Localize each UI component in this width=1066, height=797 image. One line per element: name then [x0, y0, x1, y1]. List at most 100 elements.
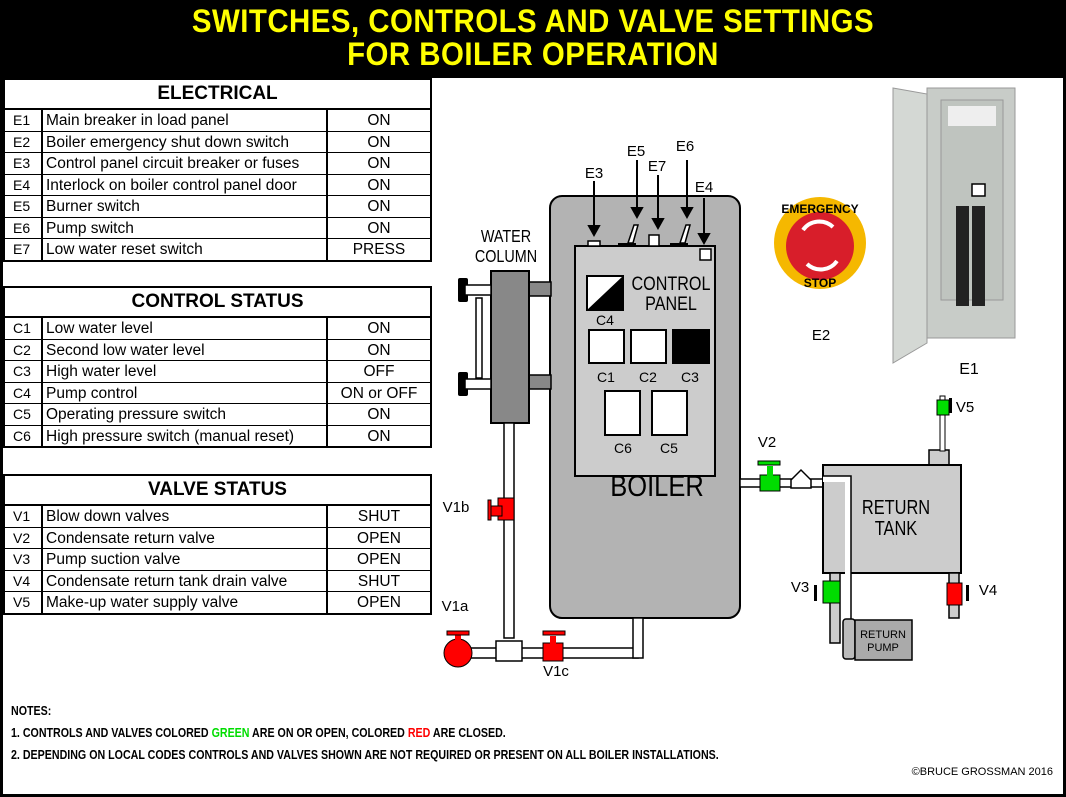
row-code: E3	[5, 153, 43, 174]
label-e1: E1	[959, 361, 979, 378]
row-value: OFF	[363, 363, 395, 380]
label-e5: E5	[627, 143, 645, 160]
e7-reset-button	[648, 234, 660, 247]
estop-label-top: EMERGENCY	[781, 202, 858, 216]
return-tank-label-1: RETURN	[862, 495, 930, 518]
notes: NOTES: 1. CONTROLS AND VALVES COLORED GR…	[11, 700, 719, 766]
row-code: E5	[5, 196, 43, 217]
c2-second-low-water-indicator	[630, 329, 667, 364]
callout-arrows	[587, 160, 711, 246]
row-value: ON	[367, 198, 391, 215]
label-v2: V2	[758, 434, 776, 451]
row-description: Pump suction valve	[43, 549, 328, 570]
valve-v5-open	[936, 398, 952, 416]
row-value: OPEN	[357, 529, 401, 547]
row-code: V5	[5, 592, 43, 613]
row-description: Condensate return valve	[43, 527, 328, 548]
valve-v1b-closed	[487, 497, 515, 521]
row-description: Make-up water supply valve	[43, 592, 328, 613]
row-description: Low water reset switch	[43, 239, 328, 260]
row-code: C5	[5, 404, 43, 425]
row-description: Operating pressure switch	[43, 404, 328, 425]
c5-operating-pressure-switch	[651, 390, 688, 436]
label-c1: C1	[597, 369, 615, 385]
row-description: Condensate return tank drain valve	[43, 570, 328, 591]
row-description: Blow down valves	[43, 506, 328, 527]
emergency-stop-icon: EMERGENCY STOP	[774, 197, 866, 290]
row-description: Boiler emergency shut down switch	[43, 131, 328, 152]
row-value: SHUT	[357, 572, 401, 590]
row-description: High pressure switch (manual reset)	[43, 425, 328, 446]
label-e6: E6	[676, 138, 694, 155]
control-panel-label-2: PANEL	[645, 293, 697, 315]
water-column-label-2: COLUMN	[475, 247, 537, 267]
load-panel-icon	[892, 87, 1016, 364]
title-line-1: SWITCHES, CONTROLS AND VALVE SETTINGS	[191, 3, 875, 39]
valve-v1a-closed	[443, 630, 473, 668]
row-value: ON	[367, 176, 391, 194]
row-code: C4	[5, 382, 43, 403]
row-value: PRESS	[352, 241, 406, 258]
note-2: 2. DEPENDING ON LOCAL CODES CONTROLS AND…	[11, 747, 719, 762]
e4-interlock	[699, 248, 712, 261]
copyright: ©BRUCE GROSSMAN 2016	[911, 766, 1053, 778]
row-value: SHUT	[357, 508, 401, 525]
row-value: ON	[367, 406, 391, 423]
estop-label-bottom: STOP	[804, 276, 836, 290]
return-pump	[854, 619, 913, 661]
return-tank-label-2: TANK	[875, 516, 917, 539]
control-panel-label-1: CONTROL	[632, 273, 711, 295]
label-v5: V5	[956, 399, 974, 416]
c4-pump-control-icon	[586, 275, 624, 311]
row-code: C1	[5, 318, 43, 339]
row-code: E4	[5, 174, 43, 195]
label-c6: C6	[614, 440, 632, 456]
row-description: Pump switch	[43, 217, 328, 238]
row-value: ON	[367, 320, 391, 337]
note-red-word: RED	[407, 725, 431, 740]
electrical-header: ELECTRICAL	[5, 80, 430, 110]
notes-heading: NOTES:	[11, 703, 52, 718]
row-description: Burner switch	[43, 196, 328, 217]
row-description: High water level	[43, 361, 328, 382]
c3-high-water-indicator	[672, 329, 710, 364]
row-code: E7	[5, 239, 43, 260]
row-description: Second low water level	[43, 339, 328, 360]
page-title: SWITCHES, CONTROLS AND VALVE SETTINGS FO…	[0, 0, 1066, 76]
row-description: Interlock on boiler control panel door	[43, 174, 328, 195]
row-code: C2	[5, 339, 43, 360]
row-description: Control panel circuit breaker or fuses	[43, 153, 328, 174]
check-valve	[790, 468, 812, 489]
label-v1a: V1a	[442, 598, 469, 615]
row-value: ON	[367, 155, 391, 172]
valve-v2-open	[757, 460, 781, 492]
valve-v1c-closed	[542, 630, 566, 662]
label-c5: C5	[660, 440, 678, 456]
row-value: ON	[367, 427, 391, 445]
water-column-label-1: WATER	[481, 227, 531, 247]
label-v1c: V1c	[543, 663, 569, 680]
return-pump-label-1: RETURN	[860, 629, 906, 641]
row-description: Low water level	[43, 318, 328, 339]
label-c3: C3	[681, 369, 699, 385]
valve-status-header: VALVE STATUS	[5, 476, 430, 506]
row-code: V1	[5, 506, 43, 527]
label-v3: V3	[791, 579, 809, 596]
